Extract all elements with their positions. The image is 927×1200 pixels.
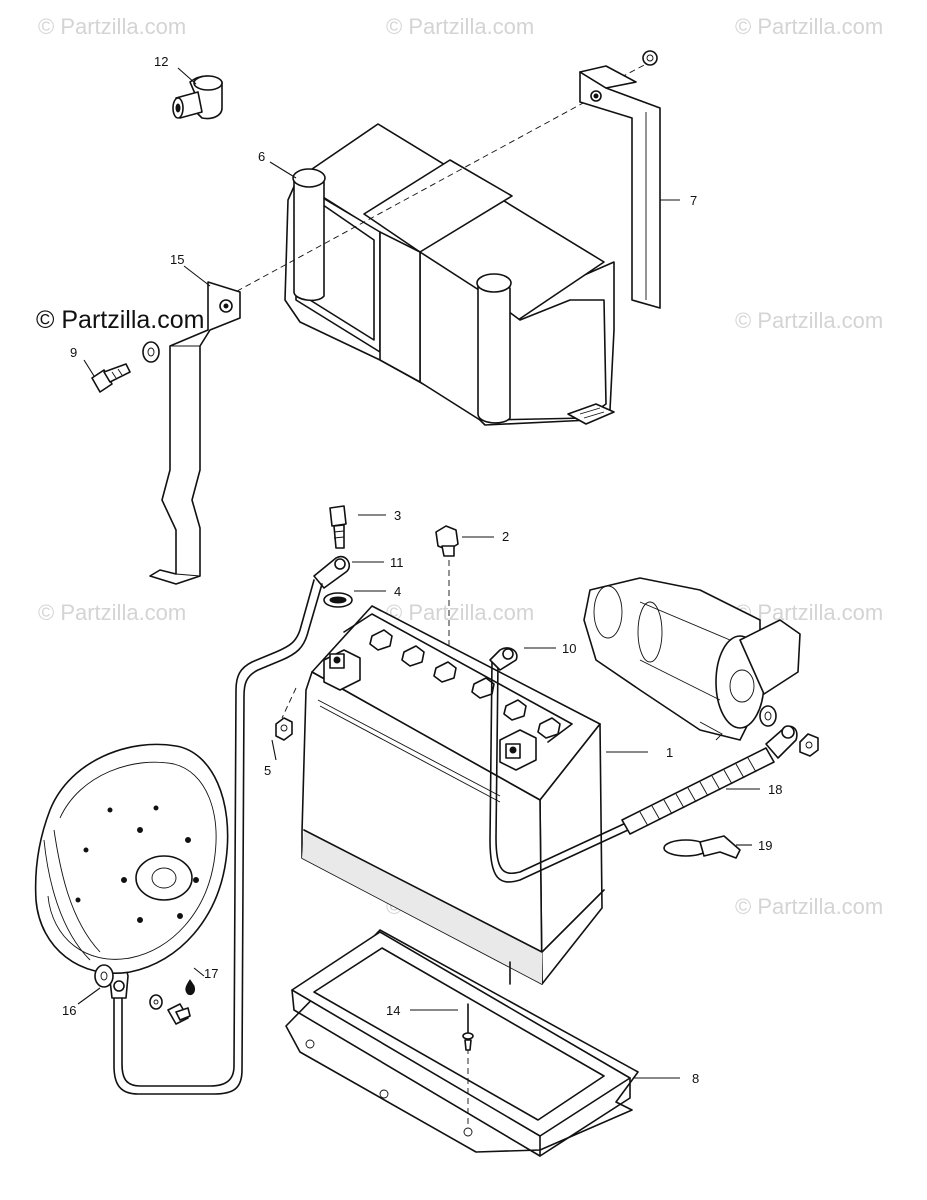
terminal-bolt-part [329,505,347,549]
ground-washer-part [94,964,114,988]
battery-part [301,605,605,985]
negative-cable-part [109,579,323,1095]
callout-8[interactable]: 8 [692,1071,700,1086]
leader-lines [77,67,760,1079]
ground-bolt-part [167,1003,191,1025]
callout-5[interactable]: 5 [264,763,272,778]
callout-16[interactable]: 16 [62,1003,77,1018]
callout-10[interactable]: 10 [562,641,577,656]
assembly-line [611,61,651,83]
ground-nut-part [149,994,163,1010]
nut-part [642,50,658,66]
vent-cap-part [435,525,459,557]
callout-18[interactable]: 18 [768,782,783,797]
callout-3[interactable]: 3 [394,508,402,523]
bolt-part [91,363,131,393]
callout-4[interactable]: 4 [394,584,402,599]
washer-part [142,341,160,363]
battery-cover-part [284,123,615,426]
thread-locker-part [185,979,195,995]
starter-nut-part [799,733,819,757]
callout-12[interactable]: 12 [154,54,169,69]
callout-1[interactable]: 1 [666,745,674,760]
callout-19[interactable]: 19 [758,838,773,853]
watermark-prominent: © Partzilla.com [36,306,205,334]
cable-tie-part [663,835,741,859]
callout-7[interactable]: 7 [690,193,698,208]
rivet-part [462,1003,474,1051]
starter-washer-part [759,705,777,727]
flywheel-part [34,743,229,974]
starter-motor-part [583,577,801,741]
bracket-right-part [579,65,661,309]
starter-cable-part [621,725,798,835]
terminal-nut-part [275,717,293,741]
ring-terminal-part [313,555,351,589]
callout-14[interactable]: 14 [386,1003,401,1018]
callout-2[interactable]: 2 [502,529,510,544]
positive-cable-part [489,647,629,883]
callout-11[interactable]: 11 [390,555,404,570]
battery-tray-part [285,929,639,1157]
callout-6[interactable]: 6 [258,149,266,164]
callout-17[interactable]: 17 [204,966,219,981]
vent-elbow-part [172,75,223,120]
lock-washer-part [323,592,353,608]
callout-9[interactable]: 9 [70,345,78,360]
bracket-left-part [149,281,241,585]
callout-15[interactable]: 15 [170,252,185,267]
assembly-line [281,687,297,719]
